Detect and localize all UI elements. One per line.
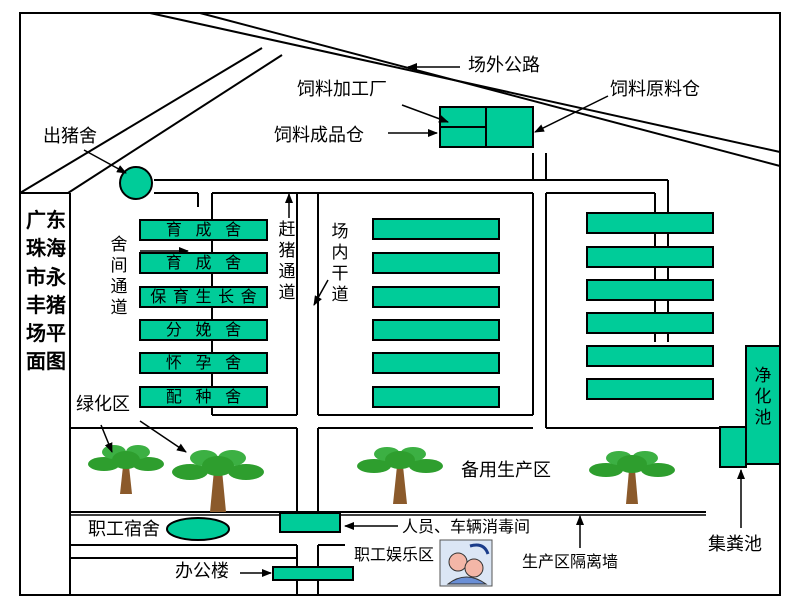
label-isolation-wall: 生产区隔离墙 <box>522 552 619 571</box>
barn-char: 怀 <box>165 353 182 372</box>
label-drive-lane: 赶猪通道 <box>278 220 296 303</box>
label-purify-pond: 净化池 <box>754 366 772 428</box>
barn-char: 成 <box>195 220 212 239</box>
barn-farrowing[interactable]: 分娩舍 <box>139 319 268 341</box>
barn-char: 舍 <box>225 253 242 272</box>
barn-char: 育 <box>165 220 182 239</box>
barn-char: 舍 <box>240 287 257 306</box>
barn-char: 育 <box>165 253 182 272</box>
barn-char: 长 <box>218 287 235 306</box>
label-green-zone: 绿化区 <box>76 394 130 415</box>
label-pig-exit: 出猪舍 <box>43 126 97 147</box>
barn-char: 种 <box>195 387 212 406</box>
barn-nursery-grower[interactable]: 保育生长舍 <box>139 286 268 308</box>
barn-finishing-2[interactable]: 育成舍 <box>139 252 268 274</box>
feed-buildings <box>439 106 534 148</box>
disinfection-room <box>279 512 341 533</box>
label-main-road: 场内干道 <box>331 222 349 305</box>
purify-pond <box>745 345 781 465</box>
arrows <box>83 63 745 577</box>
label-feed-raw-warehouse: 饲料原料仓 <box>610 79 700 100</box>
barn-char: 舍 <box>225 320 242 339</box>
recreation-icon <box>439 539 493 587</box>
label-recreation: 职工娱乐区 <box>354 545 435 564</box>
barn-char: 娩 <box>195 320 212 339</box>
barn-char: 生 <box>195 287 212 306</box>
label-feed-product-warehouse: 饲料成品仓 <box>274 125 364 146</box>
barn-char: 分 <box>165 320 182 339</box>
barn-char: 保 <box>150 287 167 306</box>
barn-char: 舍 <box>225 387 242 406</box>
barn-char: 孕 <box>195 353 212 372</box>
label-staff-dorm: 职工宿舍 <box>88 519 160 540</box>
page-title: 广东珠海市永丰猪场平面图 <box>26 208 66 374</box>
barn-gestation[interactable]: 怀孕舍 <box>139 352 268 374</box>
label-corridor: 舍间通道 <box>110 235 128 318</box>
manure-pit <box>719 426 747 468</box>
label-feed-factory: 饲料加工厂 <box>297 79 387 100</box>
middle-barns <box>372 218 500 408</box>
barn-char: 配 <box>165 387 182 406</box>
barn-char: 舍 <box>225 220 242 239</box>
barn-finishing-1[interactable]: 育成舍 <box>139 219 268 241</box>
barn-char: 舍 <box>225 353 242 372</box>
barn-char: 育 <box>172 287 189 306</box>
label-manure-pit: 集粪池 <box>708 534 762 555</box>
tree-icon <box>88 445 675 512</box>
pig-exit-pen <box>119 166 153 200</box>
office-building <box>272 566 354 581</box>
label-disinfection: 人员、车辆消毒间 <box>402 517 531 536</box>
dorm-pond <box>166 517 230 541</box>
barn-char: 成 <box>195 253 212 272</box>
label-reserve-zone: 备用生产区 <box>461 460 551 481</box>
barn-breeding[interactable]: 配种舍 <box>139 386 268 408</box>
label-office: 办公楼 <box>175 561 229 582</box>
label-outside-road: 场外公路 <box>468 55 540 76</box>
right-barns <box>586 212 714 400</box>
